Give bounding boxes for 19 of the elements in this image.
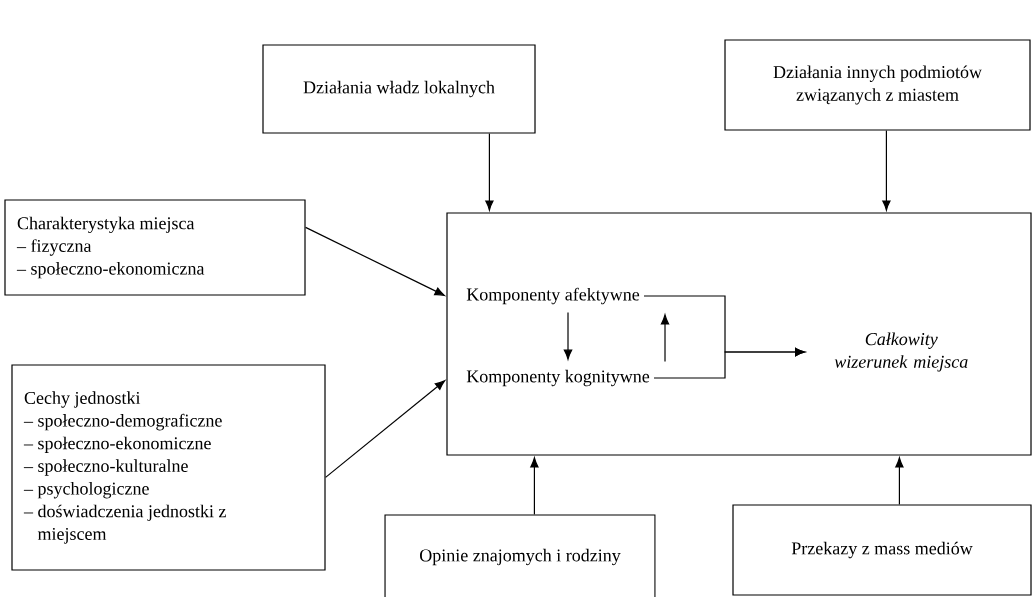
arrow	[895, 457, 904, 505]
component-label: Komponenty kognitywne	[466, 369, 650, 387]
factor-box: Charakterystyka miejsca – fizyczna – społeczno-ekonomiczna	[4, 199, 306, 296]
component-label: Komponenty afektywne	[466, 287, 640, 305]
factor-box: Cechy jednostki – społeczno-demograficzne – społeczno-ekonomiczne – społeczno-kulturalne – psychologiczne – doświadczenia jednostki z miejscem	[11, 364, 326, 571]
arrow	[325, 380, 446, 478]
arrow	[882, 130, 891, 211]
arrow	[653, 347, 806, 379]
result-label: Całkowity wizerunek miejsca	[834, 332, 968, 372]
arrow	[563, 311, 573, 360]
arrow	[530, 457, 539, 515]
image-box	[446, 212, 1032, 456]
process-box: Działania władz lokalnych	[262, 44, 536, 134]
source-box: Przekazy z mass mediów	[732, 504, 1032, 596]
arrow	[305, 226, 445, 296]
arrow	[485, 133, 494, 211]
process-box: Działania innych podmiotów związanych z miastem	[724, 39, 1031, 131]
arrow	[660, 314, 670, 363]
source-box: Opinie znajomych i rodziny	[384, 514, 656, 597]
